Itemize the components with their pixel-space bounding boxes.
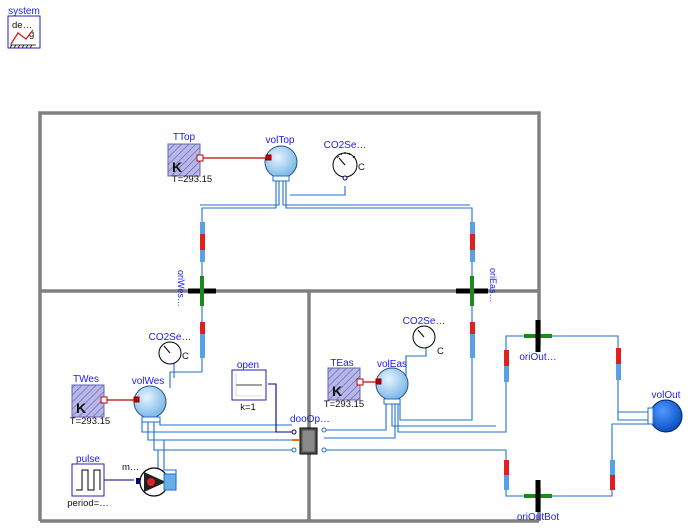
signal-connections [104,383,294,481]
pulse-label: pulse [76,454,100,465]
pulse-source[interactable]: pulse period=… [67,454,108,509]
orifice-outside-bottom[interactable]: oriOutBot [504,460,615,523]
system-block[interactable]: system de… g [7,6,41,49]
co2-sensor-west[interactable]: CO2Se… C [149,332,192,365]
volume-volout[interactable]: volOut [647,390,683,433]
door-opening[interactable]: dooOp… [290,414,330,455]
teas-label: TEas [330,358,353,369]
constant-open[interactable]: open k=1 [231,360,267,413]
co2-sensor-top-unit: C [358,162,365,173]
system-icon-text: de… [12,20,32,31]
co2-sensor-top[interactable]: CO2Se… C [324,140,367,181]
pulse-param: period=… [67,498,108,509]
teas-param: T=293.15 [324,399,364,410]
voltop-label: volTop [266,135,295,146]
fixed-temperature-twes[interactable]: TWes K T=293.15 [70,374,110,427]
volwes-label: volWes [132,376,165,387]
orifice-east-label: oriEas… [488,268,498,303]
system-icon-g: g [29,29,34,40]
fixed-temperature-teas[interactable]: TEas K T=293.15 [324,358,364,410]
orifice-outside-top[interactable]: oriOut… [504,320,621,382]
volume-volwes[interactable]: volWes [132,376,167,423]
teas-unit: K [332,383,342,399]
ttop-unit: K [172,159,182,175]
orifice-outside-top-label: oriOut… [519,352,556,363]
orifice-west-label: oriWes… [176,270,186,307]
co2-sensor-east[interactable]: CO2Se… C [403,316,446,357]
co2-sensor-east-label: CO2Se… [403,316,446,327]
fixed-temperature-ttop[interactable]: TTop K T=293.15 [167,132,212,185]
volout-label: volOut [652,390,681,401]
orifice-outside-bottom-label: oriOutBot [517,512,559,523]
fluid-connections [141,180,650,497]
orifice-west[interactable]: oriWes… [176,222,216,358]
twes-param: T=293.15 [70,416,110,427]
mover-label: m… [122,462,139,473]
voleas-label: volEas [377,359,407,370]
door-label: dooOp… [290,414,330,425]
system-label: system [8,6,40,17]
open-param: k=1 [240,402,256,413]
co2-sensor-west-label: CO2Se… [149,332,192,343]
orifice-east[interactable]: oriEas… [456,222,498,358]
co2-sensor-east-unit: C [437,346,444,357]
twes-unit: K [76,400,86,416]
open-label: open [237,360,259,371]
volume-voltop[interactable]: volTop [264,135,298,182]
co2-sensor-top-label: CO2Se… [324,140,367,151]
co2-sensor-west-unit: C [182,351,189,362]
ttop-label: TTop [173,132,196,143]
ttop-param: T=293.15 [172,174,212,185]
fan-mover[interactable]: m… [122,462,177,497]
building-walls [38,111,541,523]
volume-voleas[interactable]: volEas [375,359,409,405]
twes-label: TWes [73,374,99,385]
